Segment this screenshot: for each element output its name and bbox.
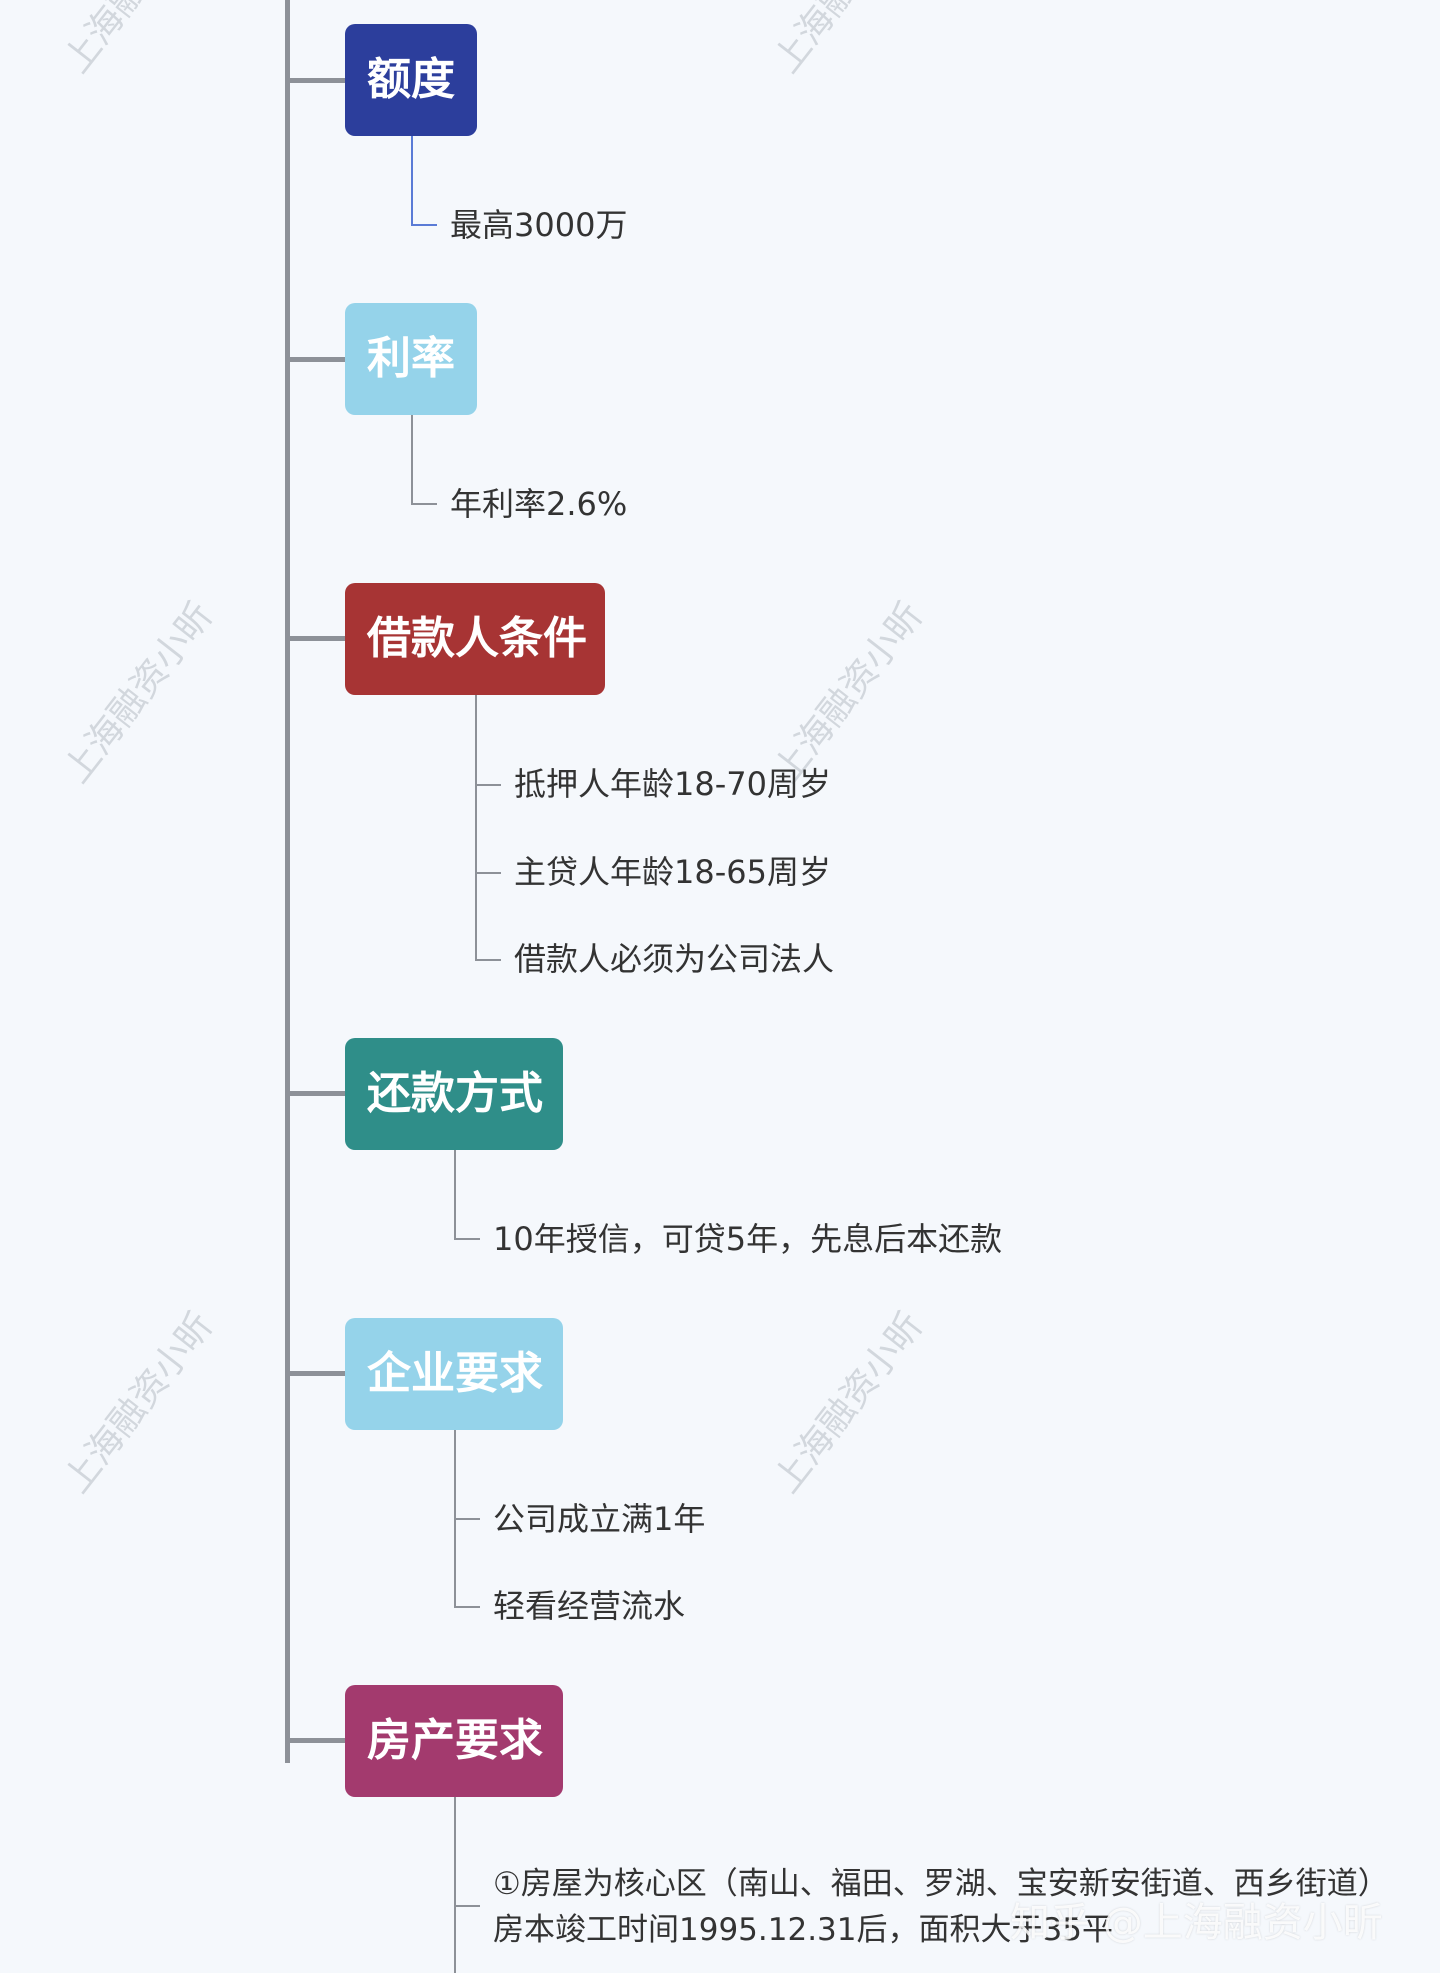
watermark: 上海融资小昕: [766, 1305, 932, 1501]
quota-child-elbow: [411, 224, 437, 226]
watermark: 上海融资小昕: [766, 595, 932, 791]
branch-connector: [285, 357, 345, 362]
property-item: ①房屋为核心区（南山、福田、罗湖、宝安新安街道、西乡街道）: [493, 1866, 1389, 1902]
branch-connector: [285, 1371, 345, 1376]
mindmap-trunk-line: [285, 0, 290, 1763]
repayment-child-elbow: [454, 1238, 480, 1240]
borrower-item: 借款人必须为公司法人: [514, 940, 835, 978]
property-child-line: [454, 1797, 456, 1973]
enterprise-item: 公司成立满1年: [493, 1500, 706, 1538]
rate-child-line: [411, 415, 413, 505]
branch-connector: [285, 1091, 345, 1096]
watermark: 上海融资小昕: [759, 0, 933, 82]
enterprise-child-elbow: [454, 1606, 480, 1608]
branch-connector: [285, 1738, 345, 1743]
node-borrower-conditions[interactable]: 借款人条件: [345, 583, 605, 695]
watermark: 上海融资小昕: [56, 595, 222, 791]
borrower-child-elbow: [475, 959, 501, 961]
borrower-child-elbow: [475, 784, 501, 786]
zhihu-watermark: 知乎 @上海融资小昕: [1010, 1900, 1383, 1946]
node-quota[interactable]: 额度: [345, 24, 477, 136]
node-repayment-method[interactable]: 还款方式: [345, 1038, 563, 1150]
property-item: 房本竣工时间1995.12.31后，面积大于35平: [493, 1912, 1113, 1948]
rate-child-elbow: [411, 503, 437, 505]
node-interest-rate[interactable]: 利率: [345, 303, 477, 415]
node-property-requirements[interactable]: 房产要求: [345, 1685, 563, 1797]
enterprise-item: 轻看经营流水: [493, 1587, 686, 1625]
enterprise-child-elbow: [454, 1518, 480, 1520]
watermark: 上海融资小昕: [56, 1305, 222, 1501]
watermark: 上海融资小昕: [49, 0, 223, 82]
borrower-item: 主贷人年龄18-65周岁: [514, 853, 831, 891]
branch-connector: [285, 78, 345, 83]
repayment-child-line: [454, 1150, 456, 1240]
rate-item: 年利率2.6%: [450, 485, 628, 523]
property-child-elbow: [454, 1905, 480, 1907]
borrower-item: 抵押人年龄18-70周岁: [514, 765, 831, 803]
borrower-child-elbow: [475, 872, 501, 874]
repayment-item: 10年授信，可贷5年，先息后本还款: [493, 1220, 1003, 1258]
borrower-child-line: [475, 695, 477, 960]
quota-child-line: [411, 136, 413, 226]
node-enterprise-requirements[interactable]: 企业要求: [345, 1318, 563, 1430]
branch-connector: [285, 636, 345, 641]
quota-item: 最高3000万: [450, 206, 628, 244]
